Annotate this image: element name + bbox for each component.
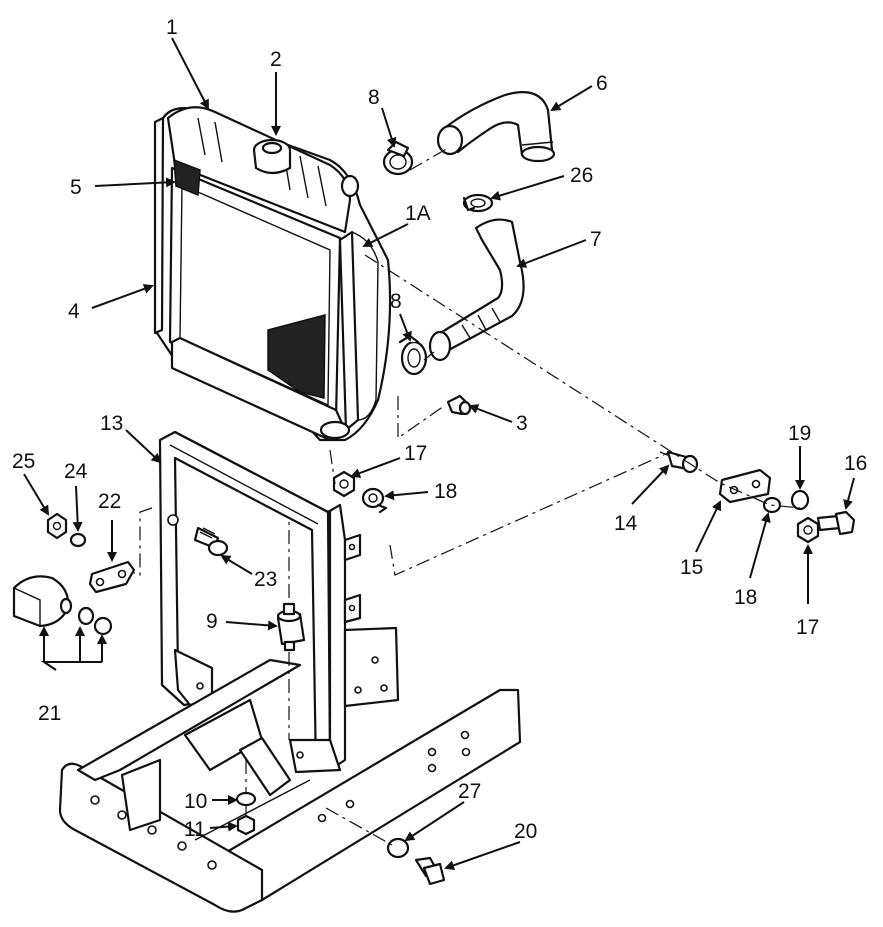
centerline-lower-hose [423,351,435,361]
hose-clamp-upper [382,140,414,176]
drain-cock [446,394,472,416]
callout-15: 15 [680,556,703,579]
callout-9: 9 [206,610,218,633]
callout-11: 11 [184,818,206,841]
callout-4: 4 [68,300,80,323]
callout-26: 26 [570,164,593,187]
callout-6: 6 [596,72,608,95]
centerline-drain [397,396,445,440]
nut-11 [236,814,256,836]
washer-27 [386,837,410,859]
nut-17-center [332,470,356,498]
radiator-cap [252,138,292,175]
radiator-assembly [153,106,392,442]
callout-17-center: 17 [404,442,427,465]
lockwasher-19 [790,489,810,511]
callout-8-upper: 8 [368,86,380,109]
centerline-isolator [131,507,153,576]
callout-14: 14 [614,512,638,535]
front-chassis-support [58,658,522,913]
callout-5: 5 [70,176,82,199]
centerline-side-mount [364,254,801,509]
nut-25 [46,512,68,540]
centerline-nut [329,449,336,485]
washer-10 [235,791,257,807]
callout-27: 27 [458,780,481,803]
radiator-support-frame [158,430,400,774]
callout-7: 7 [590,228,602,251]
strap-22 [88,560,136,594]
callout-17-right: 17 [796,616,819,639]
insulator-9 [276,602,306,652]
centerline-upper-hose [409,147,449,171]
nut-17-right [796,516,820,544]
callout-21: 21 [38,702,61,725]
hose-clamp-lower [398,334,428,376]
callout-22: 22 [98,490,121,513]
centerline-frame-bracket [389,451,671,576]
callout-24: 24 [64,460,88,483]
callout-23: 23 [254,568,277,591]
callout-1a: 1A [405,202,431,225]
lower-hose [428,218,525,362]
radiator-inlet-neck [340,174,360,198]
hose-clamp-26 [462,193,494,213]
callout-19: 19 [788,422,811,445]
bolt-20 [414,856,446,886]
centerline-bolt-20 [325,807,393,846]
bolt-23 [193,526,229,557]
upper-hose [436,91,556,163]
washer-24 [69,532,87,548]
callout-18-right: 18 [734,586,757,609]
callout-20: 20 [514,820,537,843]
callout-3: 3 [516,412,528,435]
washer-18-center [361,487,388,514]
core-fins-bottom [267,314,326,399]
bracket-15 [718,468,772,504]
core-fins-top [173,158,201,197]
radiator-left-rail [153,116,165,335]
callout-16: 16 [844,452,867,475]
callout-2: 2 [270,48,282,71]
callout-25: 25 [12,450,35,473]
callout-1: 1 [166,16,178,39]
leader-lines [23,37,855,871]
stud-14 [659,450,699,474]
bolt-16 [816,510,856,536]
callout-18-center: 18 [434,480,457,503]
callout-13: 13 [100,412,123,435]
callout-10: 10 [184,790,207,813]
callout-8-lower: 8 [390,290,402,313]
